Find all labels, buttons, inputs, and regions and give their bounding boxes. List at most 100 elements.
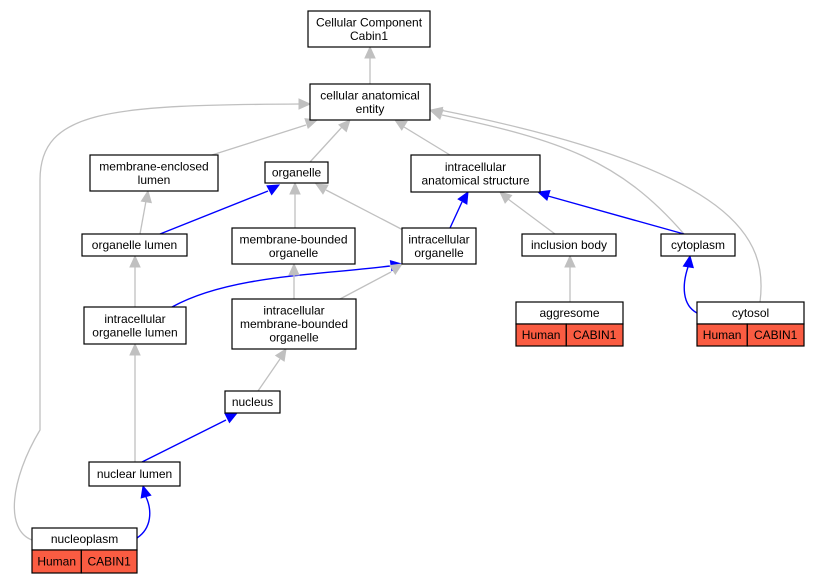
edge-membrane-bounded-organelle-to-organelle bbox=[289, 181, 301, 228]
arrowhead bbox=[129, 254, 141, 268]
node-label-line: membrane-bounded bbox=[239, 232, 347, 246]
arrowhead bbox=[338, 119, 351, 133]
arrowhead bbox=[457, 190, 469, 205]
node-label-line: nuclear lumen bbox=[97, 467, 172, 481]
arrowhead bbox=[429, 106, 444, 118]
arrowhead bbox=[224, 412, 239, 424]
node-box bbox=[81, 233, 188, 257]
arrowhead bbox=[536, 189, 551, 201]
edge-line bbox=[136, 496, 151, 539]
node-label-line: membrane-bounded bbox=[240, 317, 348, 331]
edge-nucleoplasm-to-nuclear-lumen bbox=[136, 484, 152, 539]
edge-line bbox=[339, 271, 392, 300]
arrowhead bbox=[289, 181, 301, 195]
node-box bbox=[224, 390, 281, 414]
edge-cytosol-to-cellular-anatomical-entity bbox=[429, 106, 762, 303]
edge-line bbox=[171, 265, 391, 308]
node-label-line: organelle lumen bbox=[92, 238, 177, 252]
edge-aggresome-to-inclusion-body bbox=[564, 254, 576, 302]
node-nucleus[interactable]: nucleus bbox=[224, 390, 281, 414]
node-box bbox=[307, 10, 431, 48]
node-label-line: organelle bbox=[269, 331, 319, 345]
node-box bbox=[89, 154, 219, 192]
edge-line bbox=[403, 126, 451, 156]
edge-intracellular-membrane-bounded-organelle-to-intracellular-organelle bbox=[339, 263, 404, 300]
tag-label-cabin1: CABIN1 bbox=[87, 555, 131, 569]
arrowhead bbox=[682, 254, 694, 269]
node-inclusion-body[interactable]: inclusion body bbox=[521, 233, 617, 257]
edge-nuclear-lumen-to-nucleus bbox=[141, 412, 239, 463]
arrowhead bbox=[389, 263, 404, 276]
arrowhead bbox=[499, 191, 513, 204]
arrowhead bbox=[140, 189, 152, 204]
edge-line bbox=[309, 126, 343, 163]
node-label-line: intracellular bbox=[104, 312, 165, 326]
node-label-line: inclusion body bbox=[531, 238, 607, 252]
node-organelle-lumen[interactable]: organelle lumen bbox=[81, 233, 188, 257]
edge-cytoplasm-to-intracellular-anatomical-structure bbox=[536, 189, 685, 235]
edges-layer bbox=[13, 45, 762, 541]
node-box bbox=[231, 298, 357, 350]
node-label-line: organelle bbox=[414, 246, 464, 260]
edge-line bbox=[547, 195, 685, 235]
node-box bbox=[309, 83, 431, 121]
node-label-line: organelle bbox=[269, 246, 319, 260]
edge-nucleus-to-intracellular-membrane-bounded-organelle bbox=[257, 347, 287, 392]
edge-line bbox=[683, 266, 698, 314]
node-box bbox=[88, 461, 181, 487]
edge-organelle-lumen-to-membrane-enclosed-lumen bbox=[139, 189, 152, 235]
node-box bbox=[660, 233, 736, 257]
node-cytoplasm[interactable]: cytoplasm bbox=[660, 233, 736, 257]
node-box bbox=[83, 306, 187, 345]
tag-label-human: Human bbox=[37, 555, 76, 569]
edge-intracellular-organelle-to-intracellular-anatomical-structure bbox=[449, 190, 469, 229]
node-label-line: nucleus bbox=[232, 395, 273, 409]
edge-line bbox=[439, 109, 762, 303]
arrowhead bbox=[274, 347, 287, 362]
node-label-line: membrane-enclosed bbox=[99, 159, 208, 173]
edge-nuclear-lumen-to-intracellular-organelle-lumen bbox=[129, 342, 141, 462]
node-organelle[interactable]: organelle bbox=[264, 161, 329, 184]
edge-organelle-to-cellular-anatomical-entity bbox=[309, 119, 351, 163]
arrowhead bbox=[564, 254, 576, 268]
node-label-line: cytoplasm bbox=[671, 238, 725, 252]
arrowhead bbox=[298, 98, 312, 110]
arrowhead bbox=[266, 184, 281, 196]
node-label-line: organelle lumen bbox=[92, 325, 177, 339]
tag-label-cabin1: CABIN1 bbox=[754, 328, 798, 342]
edge-line bbox=[13, 103, 301, 541]
node-label-line: Cabin1 bbox=[350, 29, 388, 43]
node-box bbox=[410, 154, 541, 193]
node-label-line: intracellular bbox=[408, 232, 469, 246]
edge-line bbox=[141, 419, 227, 463]
edge-line bbox=[441, 114, 685, 235]
arrowhead bbox=[140, 484, 152, 499]
tag-label-human: Human bbox=[522, 328, 561, 342]
edge-inclusion-body-to-intracellular-anatomical-structure bbox=[499, 191, 556, 235]
tag-cell bbox=[80, 549, 138, 574]
node-label-line: Cellular Component bbox=[316, 15, 423, 29]
node-nuclear-lumen[interactable]: nuclear lumen bbox=[88, 461, 181, 487]
edge-cellular-anatomical-entity-to-root bbox=[364, 45, 376, 84]
node-label-line: lumen bbox=[138, 173, 171, 187]
edge-line bbox=[159, 190, 269, 235]
tag-cell bbox=[565, 323, 624, 347]
node-box bbox=[264, 161, 329, 184]
node-label-line: nucleoplasm bbox=[51, 532, 118, 546]
edge-cytosol-to-cytoplasm bbox=[682, 254, 698, 314]
edge-line bbox=[507, 198, 556, 235]
tag-label-cabin1: CABIN1 bbox=[573, 328, 617, 342]
